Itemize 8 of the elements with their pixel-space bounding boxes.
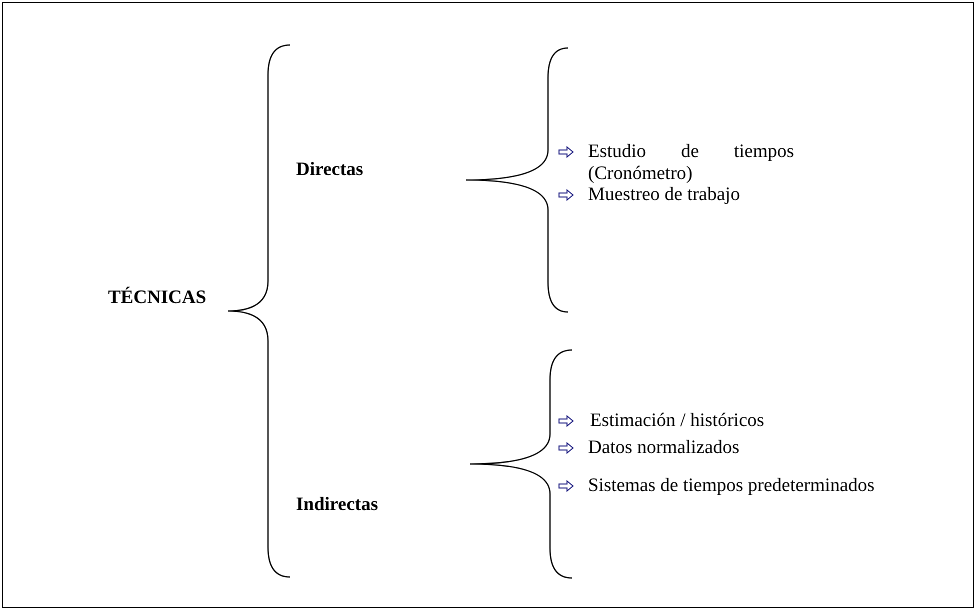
category-heading: Directas xyxy=(296,159,364,181)
list-item: Estudio de tiempos (Cronómetro) xyxy=(588,141,794,185)
list-item: Muestreo de trabajo xyxy=(588,184,740,206)
category-heading: TÉCNICAS xyxy=(108,287,206,309)
category-heading: Indirectas xyxy=(296,494,378,516)
list-item: Datos normalizados xyxy=(588,437,740,459)
list-item: Sistemas de tiempos predeterminados xyxy=(588,474,876,498)
list-item: Estimación / históricos xyxy=(590,410,764,432)
